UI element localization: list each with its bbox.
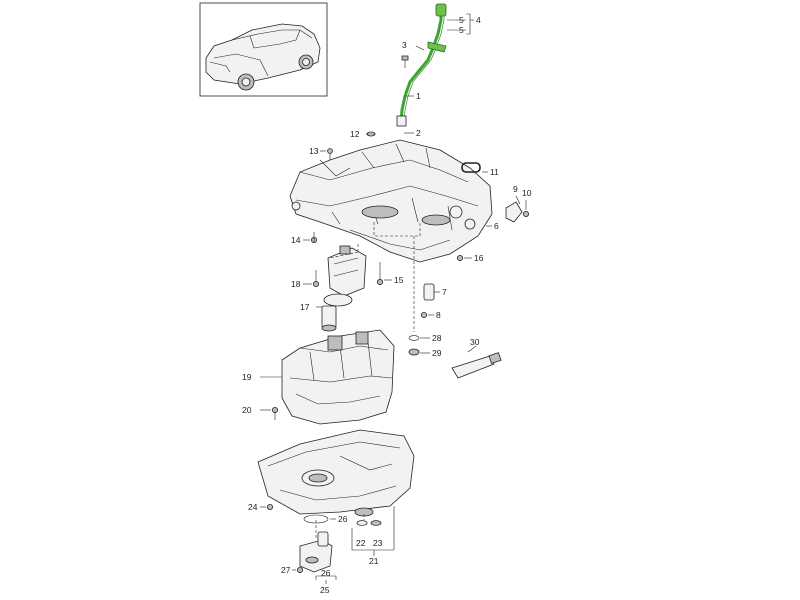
oil-pump[interactable] <box>321 245 367 332</box>
label-11: 11 <box>490 167 499 177</box>
label-20: 20 <box>242 405 252 415</box>
label-3: 3 <box>402 40 407 50</box>
upper-oil-pan-assembly[interactable] <box>289 139 493 263</box>
label-18: 18 <box>291 279 301 289</box>
label-10: 10 <box>522 188 532 198</box>
label-15: 15 <box>394 275 404 285</box>
label-22: 22 <box>356 538 366 548</box>
vehicle-thumbnail <box>199 2 328 97</box>
label-5-upper: 5 <box>459 15 464 25</box>
seal-ring[interactable] <box>461 162 481 173</box>
label-7: 7 <box>442 287 447 297</box>
label-27: 27 <box>281 565 291 575</box>
label-2: 2 <box>416 128 421 138</box>
label-25: 25 <box>320 585 330 595</box>
label-19: 19 <box>242 372 252 382</box>
label-4: 4 <box>476 15 481 25</box>
label-30: 30 <box>470 337 480 347</box>
label-12: 12 <box>350 129 360 139</box>
assembly-dashes <box>315 222 421 538</box>
oil-pan-tray[interactable] <box>257 429 415 517</box>
label-6: 6 <box>494 221 499 231</box>
label-13: 13 <box>309 146 319 156</box>
oil-pan-body[interactable] <box>281 329 395 425</box>
sensor-bracket[interactable] <box>505 201 530 223</box>
label-8: 8 <box>436 310 441 320</box>
leader-lines <box>260 13 527 584</box>
label-21: 21 <box>369 556 379 566</box>
label-14: 14 <box>291 235 301 245</box>
sealant-tube[interactable] <box>451 352 502 379</box>
label-16: 16 <box>474 253 484 263</box>
label-26-lower: 26 <box>321 568 331 578</box>
hardware-bolts <box>266 55 463 574</box>
label-29: 29 <box>432 348 442 358</box>
label-17: 17 <box>300 302 310 312</box>
label-24: 24 <box>248 502 258 512</box>
label-23: 23 <box>373 538 383 548</box>
label-5-lower: 5 <box>459 25 464 35</box>
label-26-upper: 26 <box>338 514 348 524</box>
dipstick-tube[interactable] <box>396 3 447 127</box>
label-28: 28 <box>432 333 442 343</box>
oil-strainer[interactable] <box>299 514 333 573</box>
label-9: 9 <box>513 184 518 194</box>
callout-labels: 1 2 3 4 5 5 6 7 8 9 10 11 12 13 14 15 16… <box>242 15 532 595</box>
label-1: 1 <box>416 91 421 101</box>
